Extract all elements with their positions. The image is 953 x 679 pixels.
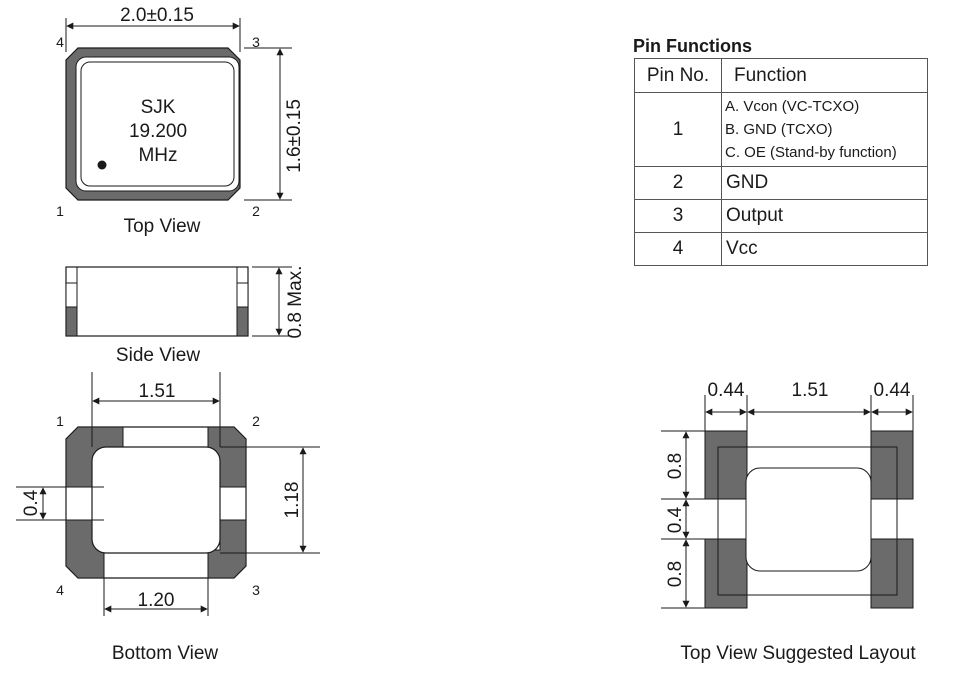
pin-no-cell: 2	[634, 166, 722, 200]
layout-pad-bottom-right	[870, 538, 914, 609]
top-view-caption: Top View	[124, 216, 201, 237]
bottom-view: 1.51 1.20 1.18 0.4 1 2 4 3 Bottom View	[16, 372, 320, 664]
side-terminal-right	[236, 306, 249, 337]
table-header-row: Pin No. Function	[634, 58, 928, 93]
bottom-pin1: 1	[56, 413, 64, 429]
top-view-marking-line3: MHz	[138, 145, 177, 166]
layout-left-dim-2: 0.4	[665, 506, 686, 533]
bottom-pin2: 2	[252, 413, 260, 429]
pin-no-cell: 4	[634, 232, 722, 266]
layout-pad-top-right	[870, 430, 914, 500]
top-pin3: 3	[252, 34, 260, 50]
top-view-marking-line2: 19.200	[129, 121, 187, 142]
top-view-marking-line1: SJK	[141, 97, 176, 118]
table-row: 3 Output	[634, 199, 928, 233]
layout-pad-top-left	[704, 430, 748, 500]
top-height-dim: 1.6±0.15	[284, 99, 305, 173]
function-cell: A. Vcon (VC-TCXO) B. GND (TCXO) C. OE (S…	[721, 92, 928, 167]
side-terminal-left	[65, 306, 78, 337]
pin-functions-table: Pin No. Function 1 A. Vcon (VC-TCXO) B. …	[634, 58, 928, 266]
pin1-dot	[97, 160, 107, 170]
bottom-bot-dim: 1.20	[138, 590, 175, 611]
top-width-dim: 2.0±0.15	[120, 5, 194, 26]
layout-top-dim-1: 0.44	[708, 380, 745, 401]
bottom-pin3: 3	[252, 582, 260, 598]
layout-pad-bottom-left	[704, 538, 748, 609]
top-pin4: 4	[56, 34, 64, 50]
function-line: B. GND (TCXO)	[725, 121, 833, 138]
bottom-view-caption: Bottom View	[112, 643, 219, 664]
bottom-pin4: 4	[56, 582, 64, 598]
table-row: 1 A. Vcon (VC-TCXO) B. GND (TCXO) C. OE …	[634, 92, 928, 167]
header-function: Function	[721, 58, 928, 93]
bottom-right-dim: 1.18	[282, 482, 303, 519]
side-terminal-right-top	[236, 282, 249, 308]
side-terminal-left-top	[65, 282, 78, 308]
side-view: 0.8 Max. Side View	[65, 266, 306, 366]
pin-no-cell: 1	[634, 92, 722, 167]
top-pin2: 2	[252, 203, 260, 219]
table-row: 2 GND	[634, 166, 928, 200]
table-row: 4 Vcc	[634, 232, 928, 266]
layout-package-outline	[717, 446, 898, 596]
top-pin1: 1	[56, 203, 64, 219]
side-height-dim: 0.8 Max.	[285, 266, 306, 339]
layout-view-caption: Top View Suggested Layout	[680, 643, 916, 664]
function-cell: Vcc	[721, 232, 928, 266]
top-view-lid-inner	[80, 61, 235, 187]
layout-center-outline	[745, 467, 872, 572]
function-cell: GND	[721, 166, 928, 200]
bottom-top-dim: 1.51	[139, 381, 176, 402]
pin-functions-title: Pin Functions	[633, 36, 752, 56]
layout-left-dim-1: 0.8	[665, 453, 686, 479]
side-view-caption: Side View	[116, 345, 200, 366]
function-line: C. OE (Stand-by function)	[725, 144, 897, 161]
layout-view: 0.44 1.51 0.44 0.8 0.4 0.8 Top View Sugg…	[661, 380, 916, 664]
pin-no-cell: 3	[634, 199, 722, 233]
function-line: A. Vcon (VC-TCXO)	[725, 98, 860, 115]
bottom-center-pad	[91, 446, 221, 554]
side-view-body	[65, 266, 249, 337]
function-cell: Output	[721, 199, 928, 233]
layout-top-dim-3: 0.44	[874, 380, 911, 401]
header-pin-no: Pin No.	[634, 58, 722, 93]
bottom-pad-3	[207, 519, 247, 579]
layout-left-dim-3: 0.8	[665, 561, 686, 587]
top-view: SJK 19.200 MHz 2.0±0.15 1.6±0.15 4 3 1 2…	[56, 5, 305, 237]
bottom-left-dim: 0.4	[21, 489, 42, 516]
layout-top-dim-2: 1.51	[792, 380, 829, 401]
